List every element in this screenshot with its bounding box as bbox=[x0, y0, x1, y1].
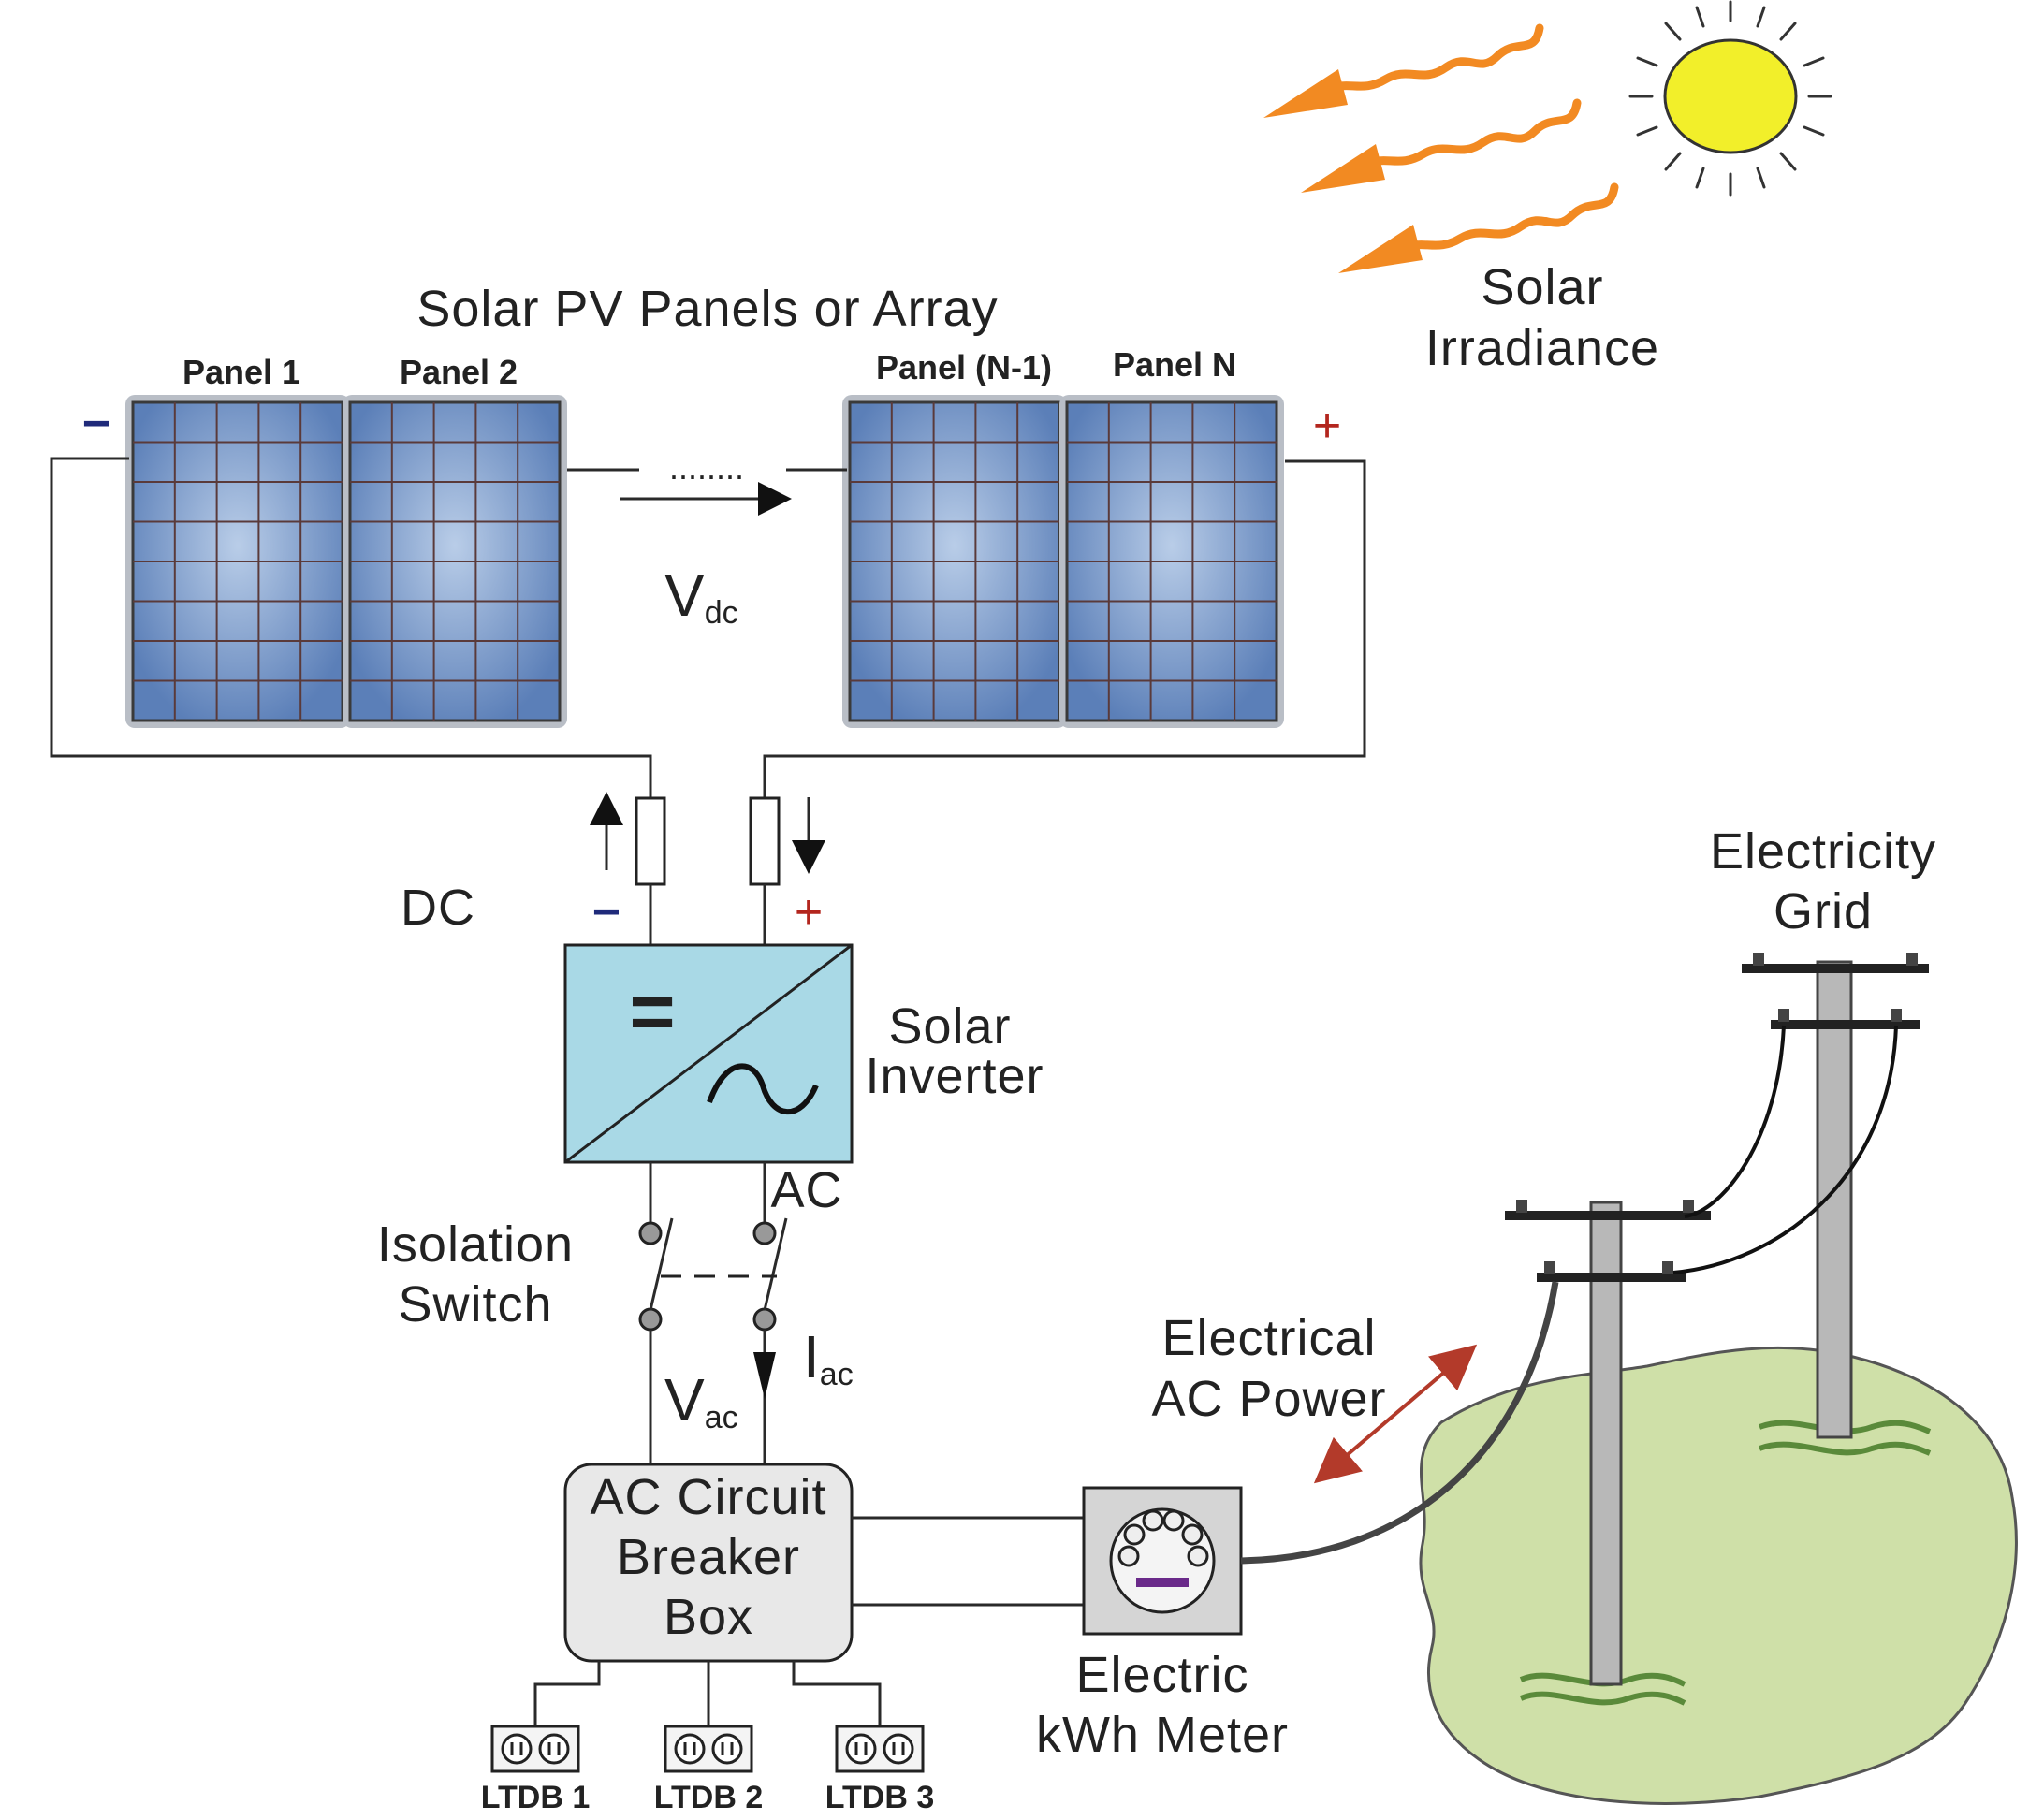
solar-panels bbox=[125, 395, 1284, 728]
socket-icon bbox=[845, 1733, 877, 1765]
ac-sine-icon bbox=[707, 1063, 819, 1115]
breaker-box-label-line3: Box bbox=[664, 1589, 753, 1645]
solar-inverter-label-line2: Inverter bbox=[865, 1048, 1044, 1104]
outlet-label-1: LTDB 1 bbox=[481, 1780, 590, 1815]
solar-inverter-label-line1: Solar bbox=[888, 998, 1011, 1055]
ltdb-outlets: LTDB 1 LTDB 2 LTDB 3 bbox=[481, 1725, 934, 1815]
solar-inverter bbox=[563, 943, 854, 1164]
socket-icon bbox=[883, 1733, 914, 1765]
meter-wiring bbox=[852, 1516, 1084, 1607]
isolation-switch-label-line2: Switch bbox=[398, 1276, 552, 1332]
kwh-meter bbox=[1082, 1486, 1243, 1636]
panel-label-n: Panel N bbox=[1113, 345, 1236, 384]
isolation-switch bbox=[638, 1162, 788, 1464]
outlet-label-2: LTDB 2 bbox=[654, 1780, 763, 1815]
irradiance-ray-2 bbox=[1362, 98, 1582, 169]
solar-irradiance-label-line2: Irradiance bbox=[1425, 320, 1659, 376]
grass-marks bbox=[1519, 1420, 1932, 1706]
array-positive-sign: + bbox=[1313, 399, 1341, 453]
socket-icon bbox=[674, 1733, 706, 1765]
grid-ground bbox=[1419, 1346, 2018, 1805]
panel-label-1: Panel 1 bbox=[182, 353, 300, 391]
irradiance-rays bbox=[1324, 23, 1619, 254]
socket-icon bbox=[711, 1733, 743, 1765]
irradiance-arrowhead-1 bbox=[1263, 69, 1348, 118]
ac-power-label-line2: AC Power bbox=[1151, 1371, 1386, 1427]
meter-label-line1: Electric bbox=[1075, 1647, 1248, 1703]
vdc-label: Vdc bbox=[664, 561, 738, 631]
series-dots: ........ bbox=[669, 448, 744, 487]
outlet-3: LTDB 3 bbox=[825, 1725, 934, 1815]
meter-label-line2: kWh Meter bbox=[1036, 1707, 1289, 1763]
solar-irradiance-label-line1: Solar bbox=[1481, 259, 1603, 315]
ac-power-label-line1: Electrical bbox=[1161, 1310, 1376, 1366]
grid-label-line1: Electricity bbox=[1710, 823, 1936, 880]
isolation-switch-label-line1: Isolation bbox=[377, 1216, 574, 1273]
array-title: Solar PV Panels or Array bbox=[416, 281, 998, 337]
power-lines bbox=[1672, 1025, 1898, 1274]
outlet-label-3: LTDB 3 bbox=[825, 1780, 934, 1815]
dc-fuses bbox=[590, 792, 825, 945]
iac-label: Iac bbox=[803, 1323, 854, 1392]
irradiance-arrowhead-3 bbox=[1338, 225, 1423, 273]
sun-icon bbox=[1628, 0, 1832, 197]
irradiance-arrowhead-2 bbox=[1301, 144, 1385, 193]
socket-icon bbox=[538, 1733, 570, 1765]
outlet-2: LTDB 2 bbox=[654, 1725, 763, 1815]
inverter-positive-sign: + bbox=[795, 885, 823, 939]
vac-label: Vac bbox=[664, 1366, 738, 1435]
inverter-negative-sign: − bbox=[592, 885, 620, 939]
array-wiring bbox=[50, 457, 1366, 809]
breaker-box-label-line1: AC Circuit bbox=[590, 1469, 826, 1525]
socket-icon bbox=[501, 1733, 533, 1765]
array-negative-sign: − bbox=[82, 397, 110, 451]
dc-label: DC bbox=[401, 880, 475, 936]
ac-power-flow-arrow bbox=[1313, 1344, 1478, 1484]
outlet-1: LTDB 1 bbox=[481, 1725, 590, 1815]
breaker-box-label-line2: Breaker bbox=[617, 1529, 800, 1585]
irradiance-ray-3 bbox=[1399, 182, 1619, 254]
panel-label-n-minus-1: Panel (N-1) bbox=[876, 348, 1052, 386]
irradiance-ray-1 bbox=[1324, 23, 1544, 95]
grid-label-line2: Grid bbox=[1774, 883, 1873, 939]
irradiance-arrowheads bbox=[1263, 69, 1423, 273]
panel-label-2: Panel 2 bbox=[400, 353, 518, 391]
outlet-wiring bbox=[533, 1661, 882, 1726]
ac-label: AC bbox=[770, 1162, 842, 1218]
dc-symbol-icon: = bbox=[629, 968, 675, 1056]
service-drop-cable bbox=[1240, 1281, 1559, 1565]
